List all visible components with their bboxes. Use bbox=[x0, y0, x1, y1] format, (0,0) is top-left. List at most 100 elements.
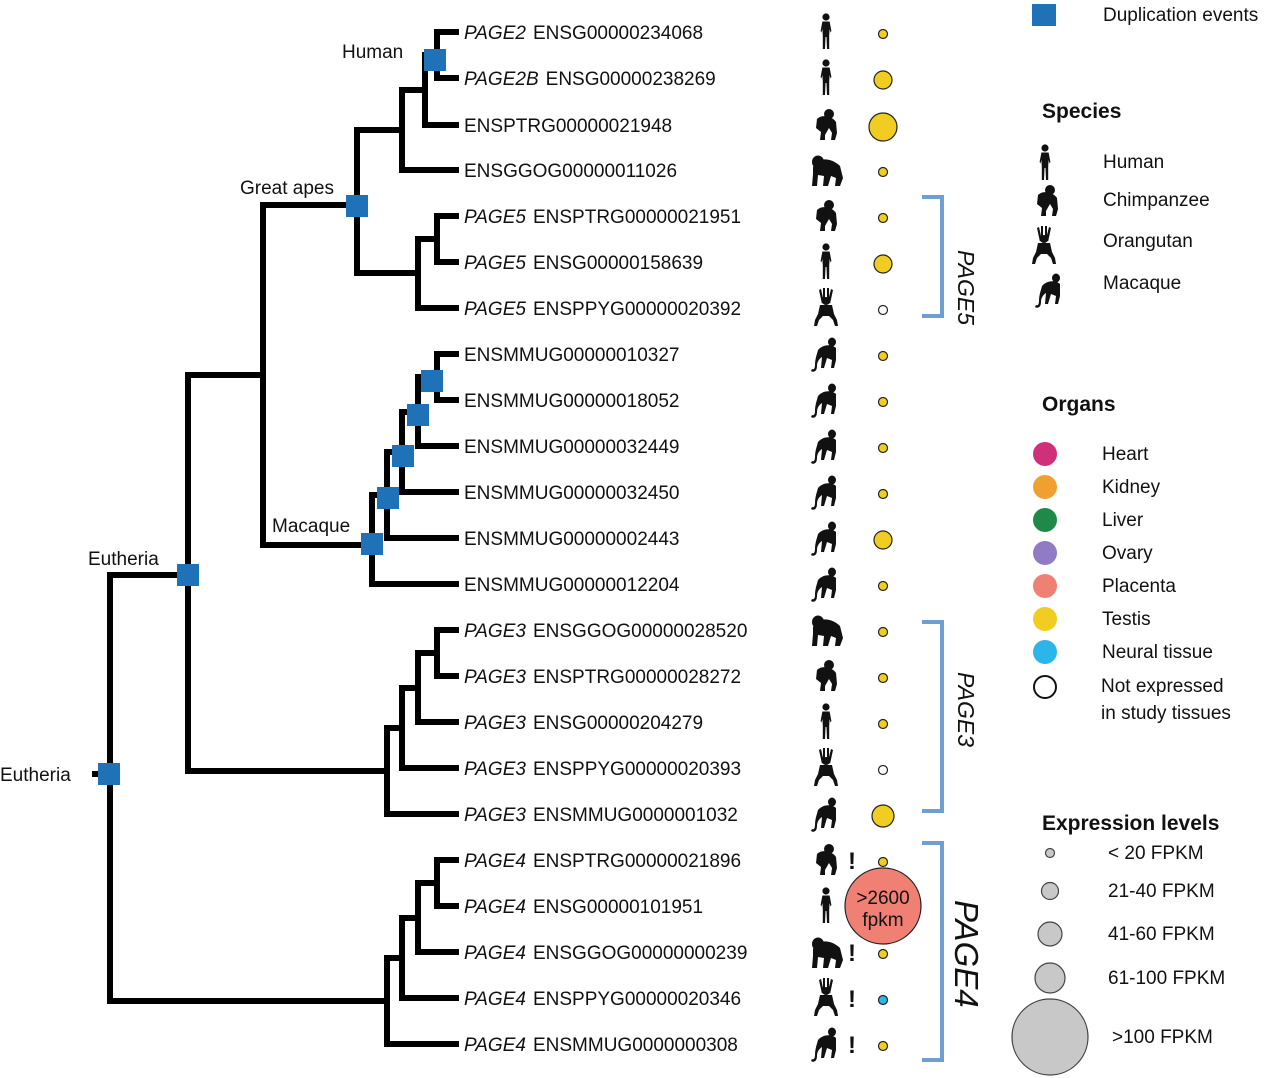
gene-ensembl-id: ENSGGOG00000028520 bbox=[533, 621, 747, 642]
gene-label: ENSGGOG00000011026 bbox=[464, 161, 677, 182]
clade-label-macaque: Macaque bbox=[272, 516, 350, 537]
expression-level-label: 41-60 FPKM bbox=[1108, 924, 1215, 945]
macaque-icon bbox=[1035, 273, 1060, 308]
human-icon bbox=[820, 243, 832, 279]
legend-organs-title: Organs bbox=[1042, 393, 1116, 416]
orangutan-icon bbox=[814, 288, 838, 326]
organ-label-liver: Liver bbox=[1102, 510, 1144, 531]
organ-swatch-testis bbox=[1033, 607, 1057, 631]
legend-species-title: Species bbox=[1042, 100, 1121, 123]
gene-label: ENSMMUG00000032450 bbox=[464, 483, 679, 504]
gene-label: ENSMMUG00000002443 bbox=[464, 529, 679, 550]
expression-bubble bbox=[877, 166, 889, 178]
expression-bubble bbox=[868, 112, 898, 142]
leaf-row: ENSMMUG00000002443 bbox=[464, 521, 893, 556]
expression-bubble bbox=[873, 70, 893, 90]
expression-bubble bbox=[877, 948, 889, 960]
human-icon bbox=[820, 887, 832, 923]
page4-bracket bbox=[922, 841, 944, 1062]
leaf-row: ENSPTRG00000021948 bbox=[464, 109, 898, 142]
gene-ensembl-id: ENSPTRG00000028272 bbox=[533, 667, 741, 688]
chimpanzee-icon bbox=[816, 660, 837, 691]
leaf-row: ENSMMUG00000010327 bbox=[464, 337, 889, 372]
duplication-marker bbox=[421, 370, 443, 392]
gene-symbol: PAGE5 bbox=[464, 299, 526, 320]
gene-ensembl-id: ENSGGOG00000000239 bbox=[533, 943, 747, 964]
expression-bubble bbox=[877, 212, 889, 224]
expression-bubble bbox=[877, 626, 889, 638]
gene-ensembl-id: ENSG00000101951 bbox=[533, 897, 703, 918]
gene-label: PAGE4 ENSG00000101951 bbox=[464, 897, 703, 918]
chimpanzee-icon bbox=[816, 109, 837, 140]
clade-label-eutheria-inner: Eutheria bbox=[88, 549, 159, 570]
human-icon bbox=[820, 13, 832, 49]
gene-symbol: PAGE3 bbox=[464, 621, 526, 642]
organ-label-ovary: Ovary bbox=[1102, 543, 1153, 564]
duplication-marker bbox=[392, 445, 414, 467]
gene-ensembl-id: ENSG00000158639 bbox=[533, 253, 703, 274]
gene-label: ENSMMUG00000010327 bbox=[464, 345, 679, 366]
expression-level-swatch bbox=[1034, 962, 1066, 994]
leaf-row: PAGE5 ENSG00000158639 bbox=[464, 243, 893, 279]
duplication-markers bbox=[98, 49, 446, 785]
page5-bracket bbox=[922, 195, 944, 318]
gene-label: ENSMMUG00000018052 bbox=[464, 391, 679, 412]
expression-bubble bbox=[877, 350, 889, 362]
organ-swatch-placenta bbox=[1033, 574, 1057, 598]
gene-label: PAGE3 ENSGGOG00000028520 bbox=[464, 621, 747, 642]
gene-label: ENSMMUG00000012204 bbox=[464, 575, 680, 596]
organ-swatch-heart bbox=[1033, 442, 1057, 466]
gene-symbol: PAGE4 bbox=[464, 897, 526, 918]
expression-bubble bbox=[871, 804, 895, 828]
expression-bubble bbox=[877, 994, 889, 1006]
macaque-icon bbox=[811, 521, 836, 556]
expression-bubble bbox=[877, 580, 889, 592]
expression-bubble bbox=[877, 718, 889, 730]
legend-duplication-swatch bbox=[1032, 4, 1056, 26]
human-icon bbox=[820, 703, 832, 739]
clade-label-great-apes: Great apes bbox=[240, 178, 334, 199]
gene-family-brackets: PAGE5 PAGE3 PAGE4 bbox=[922, 195, 985, 1062]
clade-labels: Human Great apes Macaque Eutheria Euther… bbox=[0, 42, 403, 786]
duplication-marker bbox=[361, 533, 383, 555]
expression-bubble bbox=[873, 530, 893, 550]
clade-label-human: Human bbox=[342, 42, 403, 63]
gene-ensembl-id: ENSMMUG0000000308 bbox=[533, 1035, 738, 1056]
expression-level-swatch bbox=[1044, 847, 1056, 859]
not-expressed-swatch bbox=[1033, 675, 1057, 699]
macaque-icon bbox=[811, 429, 836, 464]
legend: Duplication events Species Human Chimpan… bbox=[1011, 4, 1258, 1076]
macaque-icon bbox=[811, 475, 836, 510]
bubble-unit: fpkm bbox=[862, 910, 903, 931]
organ-label-heart: Heart bbox=[1102, 444, 1149, 465]
organ-label-testis: Testis bbox=[1102, 609, 1151, 630]
duplication-marker bbox=[177, 564, 199, 586]
gene-symbol: PAGE4 bbox=[464, 851, 526, 872]
clade-label-eutheria-root: Eutheria bbox=[0, 765, 71, 786]
gene-symbol: PAGE4 bbox=[464, 943, 526, 964]
leaf-row: ENSGGOG00000011026 bbox=[464, 155, 889, 186]
warning-flag: ! bbox=[848, 986, 856, 1013]
expression-bubble bbox=[877, 442, 889, 454]
chimpanzee-icon bbox=[1037, 185, 1058, 216]
gene-ensembl-id: ENSG00000204279 bbox=[533, 713, 703, 734]
warning-flag: ! bbox=[848, 848, 856, 875]
page5-bracket-label: PAGE5 bbox=[953, 250, 979, 325]
expression-level-label: 61-100 FPKM bbox=[1108, 968, 1225, 989]
gene-symbol: PAGE5 bbox=[464, 253, 526, 274]
gene-symbol: PAGE3 bbox=[464, 805, 526, 826]
expression-bubble bbox=[877, 856, 889, 868]
expression-level-label: < 20 FPKM bbox=[1108, 843, 1204, 864]
expression-bubble bbox=[877, 396, 889, 408]
